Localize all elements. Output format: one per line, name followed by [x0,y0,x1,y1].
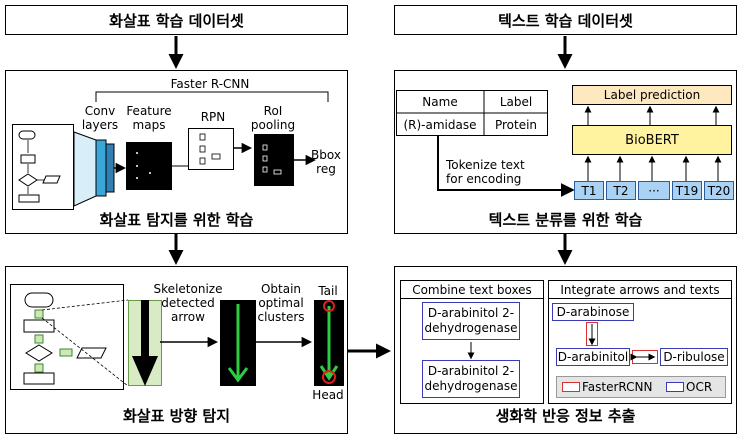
obtain-clusters-label: Obtain optimal clusters [257,282,305,324]
token-t19: T19 [672,181,702,200]
legend-ocr-label: OCR [686,380,713,394]
label-prediction-box: Label prediction [572,85,732,105]
panel2-title: 텍스트 분류를 위한 학습 [488,211,643,229]
conv-layers-label: Conv layers [81,104,119,132]
panel1-title: 화살표 탐지를 위한 학습 [99,211,254,229]
feature-maps-label: Feature maps [126,104,172,132]
combine-top-box: D-arabinitol 2- dehydrogenase [422,302,520,340]
header-flowchart-dataset: 화살표 학습 데이터셋 [5,5,348,35]
head-label: Head [312,388,344,402]
integrate-divider [548,298,732,299]
table-cell-label: Protein [494,118,538,132]
d-ribulose-box: D-ribulose [660,348,728,366]
skeletonize-label: Skeletonize detected arrow [153,282,223,324]
header-text-dataset: 텍스트 학습 데이터셋 [394,5,737,35]
legend-ocr-swatch [666,382,684,392]
token-ellipsis: ··· [638,181,670,200]
legend [556,376,726,398]
legend-frcnn-label: FasterRCNN [582,380,653,394]
panel4-title: 생화학 반응 정보 추출 [495,407,636,425]
integrate-title: Integrate arrows and texts [560,283,720,297]
token-t1: T1 [574,181,604,200]
tail-label: Tail [318,284,338,298]
faster-rcnn-label: Faster R-CNN [170,77,250,91]
tokenize-note: Tokenize text for encoding [446,158,525,186]
roi-pooling-label: RoI pooling [250,104,296,132]
table-header-label: Label [499,95,533,109]
token-t2: T2 [606,181,636,200]
biobert-box: BioBERT [572,125,732,155]
rpn-box [188,128,234,170]
bbox-reg-label: Bbox reg [311,148,341,176]
roi-pooling-image [254,134,294,186]
d-arabinitol-box: D-arabinitol [556,348,630,366]
token-t20: T20 [704,181,734,200]
d-arabinose-box: D-arabinose [552,303,634,321]
panel3-title: 화살표 방향 탐지 [122,407,231,425]
table-header-name: Name [422,95,458,109]
legend-frcnn-swatch [562,382,580,392]
combine-bottom-box: D-arabinitol 2- dehydrogenase [422,360,520,398]
feature-maps-image [126,142,172,190]
rpn-label: RPN [200,110,226,124]
combine-divider [400,298,544,299]
combine-title: Combine text boxes [412,283,532,297]
table-cell-name: (R)-amidase [403,118,477,132]
